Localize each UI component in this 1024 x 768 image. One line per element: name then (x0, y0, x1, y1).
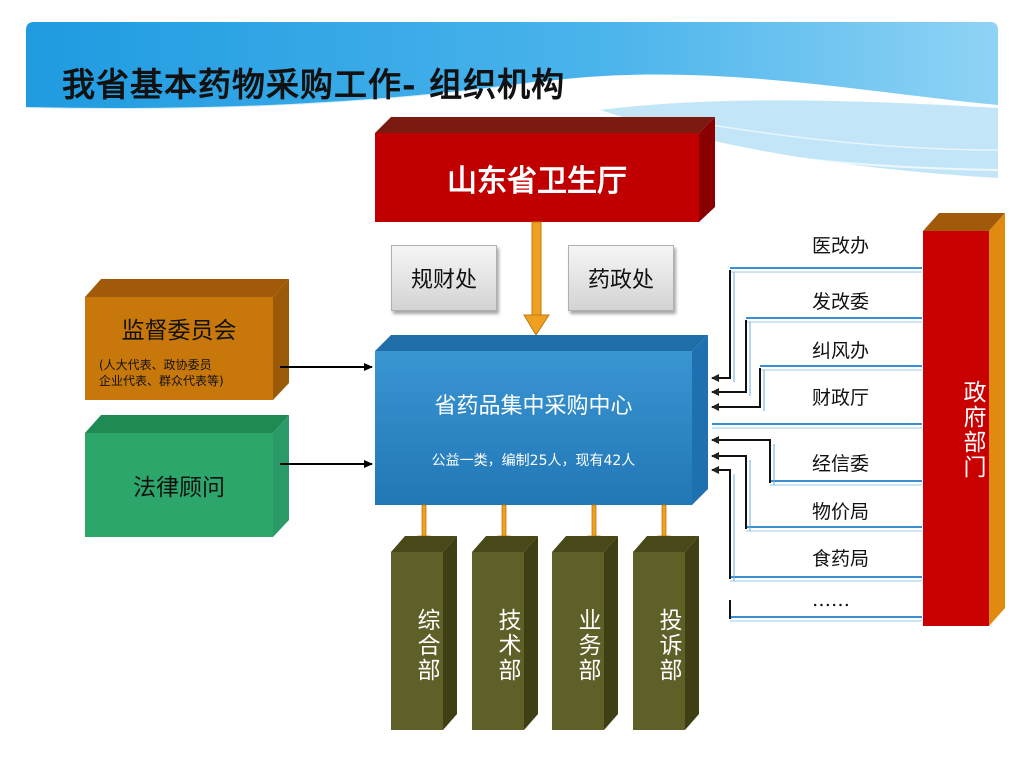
legal-box (85, 415, 289, 537)
gov-member-economy-it: 经信委 (812, 453, 870, 475)
gov-member-finance: 财政厅 (812, 387, 870, 409)
orange-arrow-down (523, 221, 550, 336)
dept-label-business: 业务部 (574, 607, 600, 683)
gov-member-fda: 食药局 (812, 548, 870, 570)
dept-box-2 (472, 536, 538, 730)
center-box (375, 335, 708, 505)
gov-member-ndrc: 发改委 (812, 291, 870, 313)
dept-label-technical: 技术部 (494, 607, 520, 683)
supervision-note-line1: (人大代表、政协委员 (99, 358, 212, 372)
supervision-box (85, 279, 289, 400)
dept-label-general: 综合部 (413, 607, 439, 683)
dept-box-4 (633, 536, 699, 730)
gov-member-price-bureau: 物价局 (812, 501, 870, 523)
supervision-text: 监督委员会 (人大代表、政协委员 企业代表、群众代表等) (85, 297, 273, 400)
gov-title: 政府部门 (959, 380, 985, 480)
slide-title: 我省基本药物采购工作- 组织机构 (62, 65, 566, 104)
supervision-note-line2: 企业代表、群众代表等) (99, 374, 224, 388)
gov-member-ellipsis: …… (812, 589, 850, 611)
gov-member-medical-reform: 医改办 (812, 235, 870, 257)
gov-box (923, 213, 1005, 626)
gov-connectors (711, 267, 922, 622)
dept-box-1 (391, 536, 457, 730)
center-title: 省药品集中采购中心 (434, 394, 633, 419)
gov-member-anti-corruption: 纠风办 (812, 340, 870, 362)
health-dept-box (375, 117, 715, 222)
dept-box-3 (552, 536, 618, 730)
legal-label: 法律顾问 (133, 475, 225, 501)
supervision-note: (人大代表、政协委员 企业代表、群众代表等) (99, 357, 269, 389)
sub-office-drug-admin: 药政处 (568, 245, 674, 311)
center-subtitle: 公益一类，编制25人，现有42人 (431, 453, 636, 469)
health-dept-label: 山东省卫生厅 (447, 163, 627, 199)
dept-label-complaints: 投诉部 (655, 607, 681, 683)
supervision-title: 监督委员会 (121, 318, 237, 344)
sub-office-planning-finance: 规财处 (391, 245, 497, 311)
